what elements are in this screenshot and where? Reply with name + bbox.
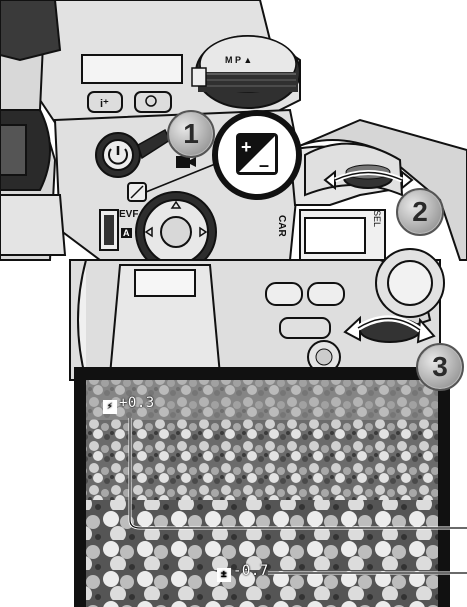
rear-button-left[interactable] [266, 283, 302, 305]
step-1-callout: 1 [167, 110, 215, 158]
flash-compensation-value: +0.3 [119, 395, 155, 411]
step-3-callout: 3 [416, 343, 464, 391]
card-door-label: CAR [276, 215, 287, 237]
flash-compensation-readout: ⚡+0.3 [103, 395, 155, 414]
step-2-callout: 2 [396, 188, 444, 236]
svg-text:M P ▲: M P ▲ [225, 55, 252, 65]
step-1-number: 1 [183, 118, 199, 150]
evf-auto-label: A [121, 228, 132, 238]
svg-text:+: + [241, 137, 252, 157]
step-3-number: 3 [432, 351, 448, 383]
dial-lock [192, 68, 206, 86]
top-lcd [82, 55, 182, 83]
svg-text:–: – [259, 155, 269, 175]
evf-label: EVF [119, 209, 138, 220]
rear-button-right[interactable] [308, 283, 344, 305]
exposure-compensation-small-icon: ± [217, 568, 231, 582]
exposure-compensation-value: -0.7 [233, 563, 269, 579]
rear-button-lower[interactable] [280, 318, 330, 338]
svg-text:i⁺: i⁺ [100, 98, 109, 110]
magnify-button[interactable] [135, 92, 171, 112]
grip-label: SEL [372, 210, 382, 227]
flash-compensation-icon: ⚡ [103, 400, 117, 414]
exposure-compensation-icon: + – [215, 113, 299, 197]
mode-dial[interactable]: M P ▲ [196, 36, 300, 108]
exposure-compensation-readout: ±-0.7 [217, 563, 269, 582]
step-2-number: 2 [412, 196, 428, 228]
